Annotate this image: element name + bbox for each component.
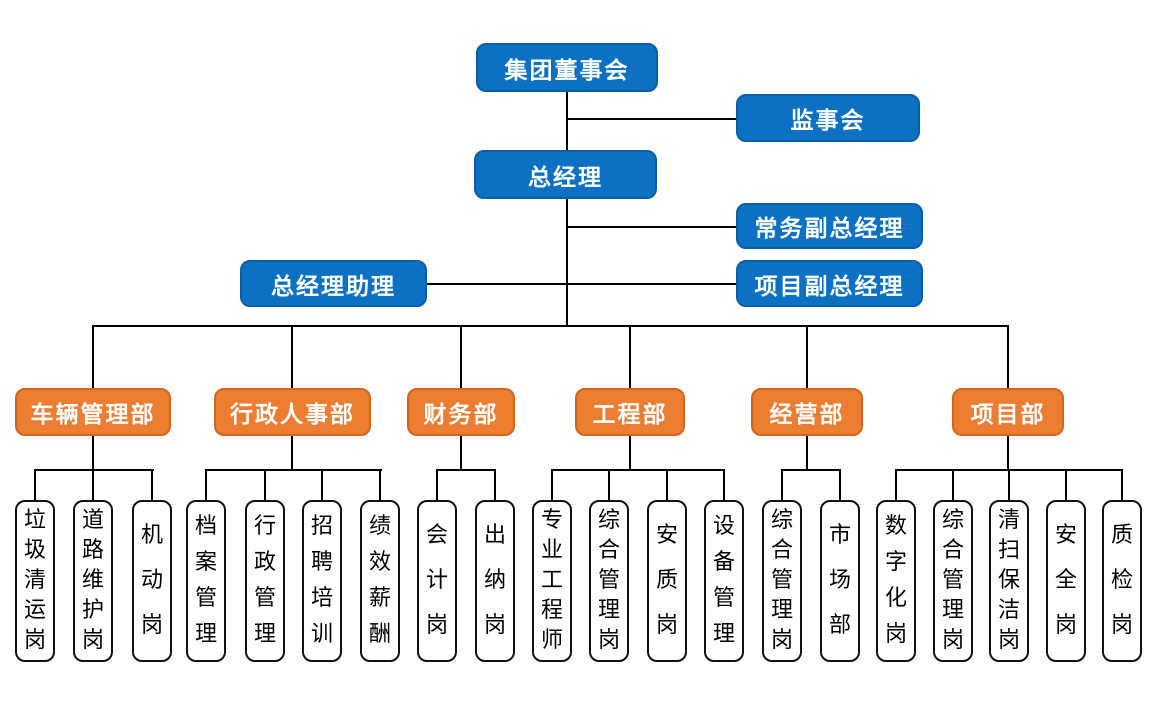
connector-line (460, 436, 462, 470)
node-dept-operations: 经营部 (751, 388, 863, 436)
connector-line (291, 436, 293, 470)
connector-line (205, 469, 207, 500)
connector-line (264, 469, 266, 500)
node-position-cleaning-sanitation: 清扫保洁岗 (989, 500, 1029, 662)
node-board-of-directors: 集团董事会 (476, 43, 658, 92)
node-position-accounting: 会计岗 (417, 500, 457, 662)
connector-line (566, 92, 568, 151)
connector-line (34, 469, 36, 500)
connector-line (205, 469, 382, 471)
node-executive-deputy-gm: 常务副总经理 (736, 203, 923, 249)
node-dept-vehicle-management: 车辆管理部 (15, 388, 171, 436)
node-position-road-maintenance: 道路维护岗 (73, 500, 113, 662)
connector-line (608, 469, 610, 500)
connector-line (629, 325, 631, 388)
connector-line (92, 325, 94, 388)
connector-line (92, 436, 94, 470)
node-position-comprehensive-management-ops: 综合管理岗 (762, 500, 802, 662)
node-position-performance-compensation: 绩效薪酬 (360, 500, 400, 662)
node-general-manager: 总经理 (474, 150, 657, 199)
node-position-safety: 安全岗 (1046, 500, 1086, 662)
connector-line (1007, 436, 1009, 470)
node-dept-admin-hr: 行政人事部 (214, 388, 371, 436)
node-gm-assistant: 总经理助理 (240, 260, 427, 307)
connector-line (566, 199, 568, 326)
node-dept-engineering: 工程部 (575, 388, 685, 436)
node-position-administrative-management: 行政管理 (245, 500, 285, 662)
connector-line (806, 325, 808, 388)
connector-line (1008, 469, 1010, 500)
node-position-equipment-management: 设备管理 (704, 500, 744, 662)
connector-line (1007, 325, 1009, 388)
node-position-recruitment-training: 招聘培训 (302, 500, 342, 662)
connector-line (895, 469, 897, 500)
connector-line (379, 469, 381, 500)
connector-line (781, 469, 783, 500)
connector-line (92, 325, 1009, 327)
node-position-professional-engineer: 专业工程师 (532, 500, 572, 662)
node-position-quality-inspection: 质检岗 (1102, 500, 1142, 662)
connector-line (666, 469, 668, 500)
connector-line (291, 325, 293, 388)
connector-line (567, 226, 736, 228)
connector-line (551, 469, 553, 500)
node-position-marketing: 市场部 (820, 500, 860, 662)
connector-line (839, 469, 841, 500)
node-position-archives-management: 档案管理 (186, 500, 226, 662)
connector-line (151, 469, 153, 500)
connector-line (952, 469, 954, 500)
node-position-mobile: 机动岗 (132, 500, 172, 662)
connector-line (1065, 469, 1067, 500)
connector-line (629, 436, 631, 470)
connector-line (427, 283, 736, 285)
connector-line (460, 325, 462, 388)
connector-line (436, 469, 438, 500)
node-supervisory-board: 监事会 (736, 94, 920, 142)
connector-line (723, 469, 725, 500)
connector-line (436, 469, 496, 471)
node-position-comprehensive-management-eng: 综合管理岗 (589, 500, 629, 662)
connector-line (494, 469, 496, 500)
connector-line (567, 118, 736, 120)
connector-line (92, 469, 94, 500)
connector-line (806, 436, 808, 470)
node-position-comprehensive-management-proj: 综合管理岗 (933, 500, 973, 662)
connector-line (321, 469, 323, 500)
node-project-deputy-gm: 项目副总经理 (736, 260, 923, 307)
node-dept-finance: 财务部 (407, 388, 515, 436)
connector-line (781, 469, 841, 471)
node-position-safety-quality: 安质岗 (647, 500, 687, 662)
node-position-cashier: 出纳岗 (475, 500, 515, 662)
connector-line (551, 469, 725, 471)
connector-line (1121, 469, 1123, 500)
node-position-garbage-removal: 垃圾清运岗 (15, 500, 55, 662)
connector-line (34, 469, 154, 471)
node-dept-project: 项目部 (952, 388, 1064, 436)
node-position-digitalization: 数字化岗 (876, 500, 916, 662)
